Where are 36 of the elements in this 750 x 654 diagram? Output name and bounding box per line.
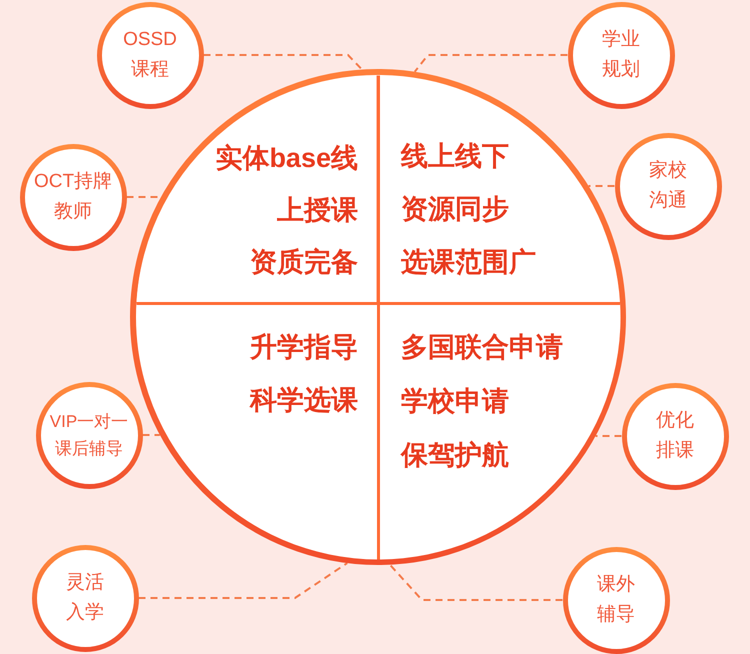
circle-label: 课外辅导 [596, 573, 636, 627]
quadrant-text: 线上线下 [401, 140, 509, 172]
quadrant-text: 学校申请 [401, 385, 509, 417]
leader-line [389, 564, 562, 601]
circle-quadrant [376, 302, 622, 560]
quadrant-text: 实体base线 [215, 142, 358, 174]
topic-circle [614, 132, 722, 240]
quadrant-text: 选课范围广 [401, 246, 536, 278]
circle-label: OSSD课程 [122, 28, 178, 82]
quadrant-text: 资质完备 [250, 246, 358, 278]
topic-circle [32, 544, 138, 652]
topic-circle [96, 2, 204, 108]
topic-circle [36, 382, 142, 488]
quadrant-text: 多国联合申请 [401, 331, 563, 363]
quadrant-text: 上授课 [276, 194, 358, 226]
quadrant-text: 科学选课 [250, 384, 358, 416]
topic-circle [20, 144, 126, 250]
circle-label: 家校沟通 [648, 159, 688, 213]
leader-line [596, 435, 622, 437]
circle-label: 学业规划 [601, 28, 641, 82]
circle-quadrant [134, 302, 380, 560]
leader-line [204, 54, 363, 70]
topic-circle [562, 546, 670, 654]
circle-label: 优化排课 [655, 409, 695, 463]
circle-label: 灵活入学 [65, 571, 105, 625]
quadrant-text: 资源同步 [401, 193, 509, 225]
quadrant-text: 保驾护航 [401, 439, 509, 471]
topic-circle [622, 382, 728, 490]
circle-label: VIP一对一课后辅导 [48, 411, 130, 460]
topic-circle [568, 2, 674, 108]
circle-label: OCT持牌教师 [32, 170, 114, 224]
leader-line [142, 434, 160, 436]
leader-line [138, 562, 348, 599]
leader-line [414, 54, 568, 72]
quadrant-text: 升学指导 [250, 331, 358, 363]
leader-line [588, 185, 614, 187]
